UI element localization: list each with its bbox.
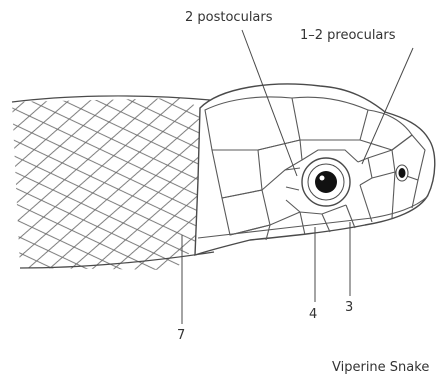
body-scales — [10, 95, 225, 275]
label-preoculars: 1–2 preoculars — [300, 28, 396, 44]
label-postoculars: 2 postoculars — [185, 10, 273, 26]
label-labial-7: 7 — [177, 328, 185, 344]
eye — [302, 158, 350, 206]
label-labial-3: 3 — [345, 300, 353, 316]
nostril — [396, 165, 408, 181]
label-labial-4: 4 — [309, 307, 317, 323]
caption: Viperine Snake — [332, 360, 429, 376]
